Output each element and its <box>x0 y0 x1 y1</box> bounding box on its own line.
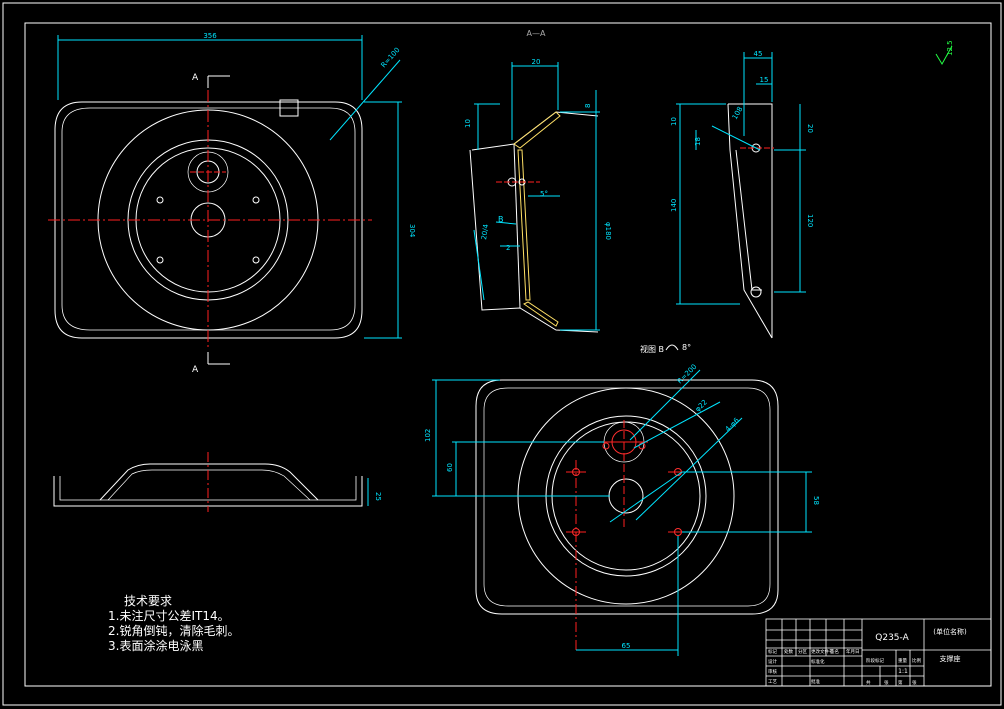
section-mark-top: A <box>192 73 199 83</box>
dim-side-top: 45 <box>754 50 763 58</box>
tb-label: 阶段标记 <box>866 657 884 664</box>
section-mark-bottom: A <box>192 365 199 375</box>
dim-bv-d1: φ22 <box>694 398 709 413</box>
tb-label: 工艺 <box>768 679 777 685</box>
roughness-value: 12.5 <box>946 40 954 56</box>
tech-req-title: 技术要求 <box>124 594 173 608</box>
title-unit: (单位名称) <box>933 627 967 636</box>
dim-sec-dia: φ180 <box>604 222 612 240</box>
dim-bv-d2: 4-φ6 <box>724 416 741 433</box>
dim-side-18: 18 <box>694 137 702 146</box>
dim-bv-h2: 60 <box>446 463 454 472</box>
dim-bv-h1: 102 <box>424 429 432 442</box>
view-b <box>432 369 812 656</box>
dim-side-angle: 108 <box>731 105 745 121</box>
section-label: A—A <box>527 29 546 38</box>
dim-top-radius: R=100 <box>380 46 402 69</box>
tb-label: 比例 <box>912 657 921 664</box>
tb-label: 批准 <box>811 678 820 685</box>
tb-label: 重量 <box>898 657 907 664</box>
dim-bv-radius: R=200 <box>676 363 699 386</box>
dim-top-height: 304 <box>408 224 416 238</box>
tb-label: 标准化 <box>811 658 825 665</box>
dim-sec-b: B <box>498 215 504 224</box>
tb-label: 张 <box>912 679 917 686</box>
dim-top-width: 356 <box>203 32 217 40</box>
tech-req-item: 1.未注尺寸公差IT14。 <box>108 609 230 623</box>
tb-label: 第 <box>898 679 903 686</box>
dim-bv-w: 65 <box>622 642 631 650</box>
dim-side-20: 20 <box>806 124 814 133</box>
dim-sec-angle: 5° <box>540 190 548 198</box>
side-elevation <box>53 452 369 512</box>
tb-label: 签名 <box>830 648 839 655</box>
dim-side-120: 120 <box>806 214 814 227</box>
dim-side-15: 15 <box>760 76 769 84</box>
dim-sec-small: 8 <box>584 104 592 108</box>
side-view <box>676 52 806 339</box>
tb-label: 年月日 <box>846 648 860 655</box>
view-b-angle: 8° <box>682 343 691 352</box>
dim-side-left: 140 <box>670 199 678 212</box>
tech-req-item: 2.锐角倒钝，清除毛刺。 <box>108 624 240 638</box>
inner-frame <box>24 22 992 687</box>
rotation-arrow <box>665 344 679 351</box>
dim-bv-58: 58 <box>812 496 820 505</box>
tb-label: 设计 <box>768 658 777 665</box>
tb-label: 共 <box>866 679 871 686</box>
tb-label: 处数 <box>784 648 793 655</box>
title-block <box>765 618 992 687</box>
dim-sec-bottom: 20/4 <box>480 223 490 240</box>
tb-label: 张 <box>884 679 889 686</box>
title-scale: 1:1 <box>898 668 908 675</box>
tb-label: 更改文件号 <box>811 648 834 655</box>
top-view <box>48 35 402 365</box>
tb-label: 标记 <box>768 648 777 655</box>
dim-sec-left: 10 <box>464 119 472 128</box>
tb-label: 分区 <box>798 648 807 655</box>
technical-requirements: 技术要求 1.未注尺寸公差IT14。 2.锐角倒钝，清除毛刺。 3.表面涂涂电泳… <box>108 594 239 654</box>
view-b-label: 视图 B <box>640 344 664 354</box>
dim-sec-2: 2 <box>506 244 510 252</box>
roughness-symbol <box>935 45 953 65</box>
dim-sec-top: 20 <box>532 58 541 66</box>
tech-req-item: 3.表面涂涂电泳黑 <box>108 639 204 653</box>
title-part-name: 支撑座 <box>940 654 961 663</box>
dim-side-height: 25 <box>374 492 382 501</box>
dim-side-10: 10 <box>670 117 678 126</box>
section-view <box>469 62 600 333</box>
title-material: Q235-A <box>875 633 909 643</box>
tb-label: 审核 <box>768 668 777 675</box>
